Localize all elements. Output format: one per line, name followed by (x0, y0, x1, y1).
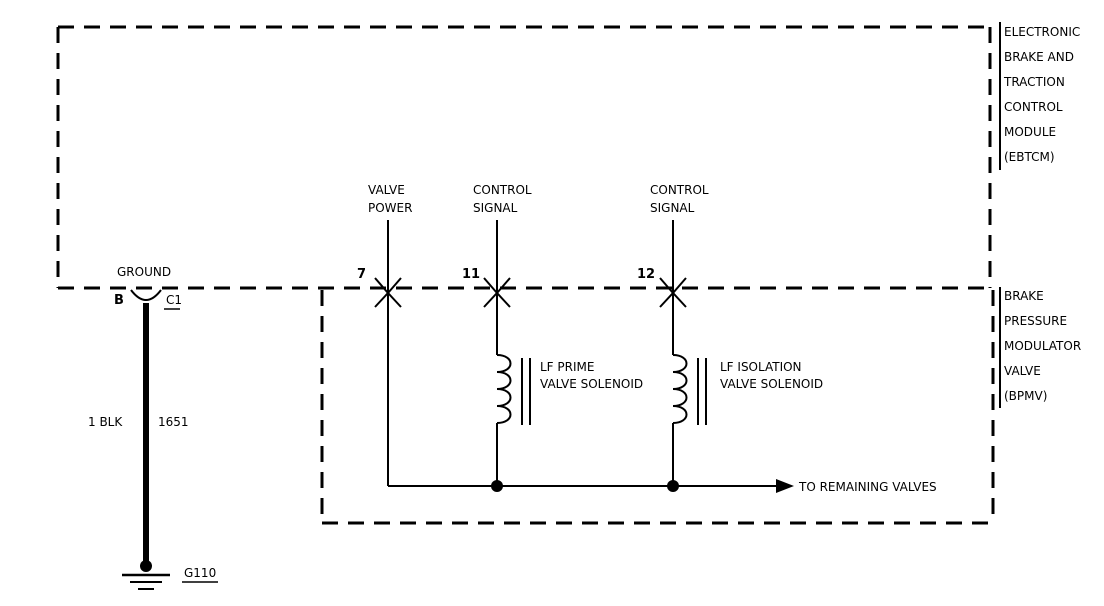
ground-connector-id: C1 (166, 293, 182, 307)
remaining-valves-bus: TO REMAINING VALVES (388, 479, 937, 494)
lf-isolation-name-line-1: LF ISOLATION (720, 360, 802, 374)
ebtcm-label-line-2: BRAKE AND (1004, 50, 1074, 64)
terminal-12-name-line-1: CONTROL (650, 183, 709, 197)
bpmv-label-line-5: (BPMV) (1004, 389, 1047, 403)
ebtcm-label: ELECTRONIC BRAKE AND TRACTION CONTROL MO… (999, 22, 1080, 170)
ground-wire-color: 1 BLK (88, 415, 123, 429)
terminal-12-pin: 12 (637, 267, 655, 282)
terminal-valve-power: VALVE POWER 7 (357, 183, 412, 486)
terminal-11-name-line-2: SIGNAL (473, 201, 518, 215)
bpmv-label-line-4: VALVE (1004, 364, 1041, 378)
splice-dot-1 (491, 480, 503, 492)
ebtcm-module-box (56, 25, 992, 290)
bpmv-label-line-2: PRESSURE (1004, 314, 1067, 328)
ground-circuit: GROUND B C1 1 BLK 1651 G110 (88, 265, 218, 590)
ground-label: GROUND (117, 265, 171, 279)
ebtcm-label-line-4: CONTROL (1004, 100, 1063, 114)
terminal-11-pin: 11 (462, 267, 480, 282)
ground-pin: B (114, 293, 124, 308)
ebtcm-label-line-6: (EBTCM) (1004, 150, 1055, 164)
ebtcm-label-line-5: MODULE (1004, 125, 1056, 139)
ground-connector-symbol (130, 289, 162, 301)
splice-dot-2 (667, 480, 679, 492)
lf-prime-name-line-2: VALVE SOLENOID (540, 377, 643, 391)
ebtcm-label-line-3: TRACTION (1003, 75, 1065, 89)
terminal-11-name-line-1: CONTROL (473, 183, 532, 197)
lf-prime-coil (496, 354, 512, 424)
ebtcm-label-line-1: ELECTRONIC (1004, 25, 1080, 39)
ground-id: G110 (184, 566, 216, 580)
bpmv-label: BRAKE PRESSURE MODULATOR VALVE (BPMV) (999, 287, 1081, 408)
bpmv-label-line-1: BRAKE (1004, 289, 1044, 303)
bpmv-label-line-3: MODULATOR (1004, 339, 1081, 353)
bpmv-box (320, 290, 995, 525)
lf-isolation-coil (672, 354, 688, 424)
lf-isolation-name-line-2: VALVE SOLENOID (720, 377, 823, 391)
ground-circuit-number: 1651 (158, 415, 189, 429)
terminal-12-name-line-2: SIGNAL (650, 201, 695, 215)
remaining-arrow (776, 479, 794, 493)
terminal-7-pin: 7 (357, 267, 366, 282)
terminal-7-name-line-1: VALVE (368, 183, 405, 197)
remaining-label: TO REMAINING VALVES (798, 480, 937, 494)
terminal-control-signal-12: CONTROL SIGNAL 12 LF ISOLATION VALVE SOL… (637, 183, 823, 486)
terminal-control-signal-11: CONTROL SIGNAL 11 LF PRIME VALVE SOLENOI… (462, 183, 643, 486)
lf-prime-name-line-1: LF PRIME (540, 360, 594, 374)
terminal-7-name-line-2: POWER (368, 201, 412, 215)
ground-splice-dot (140, 560, 152, 572)
